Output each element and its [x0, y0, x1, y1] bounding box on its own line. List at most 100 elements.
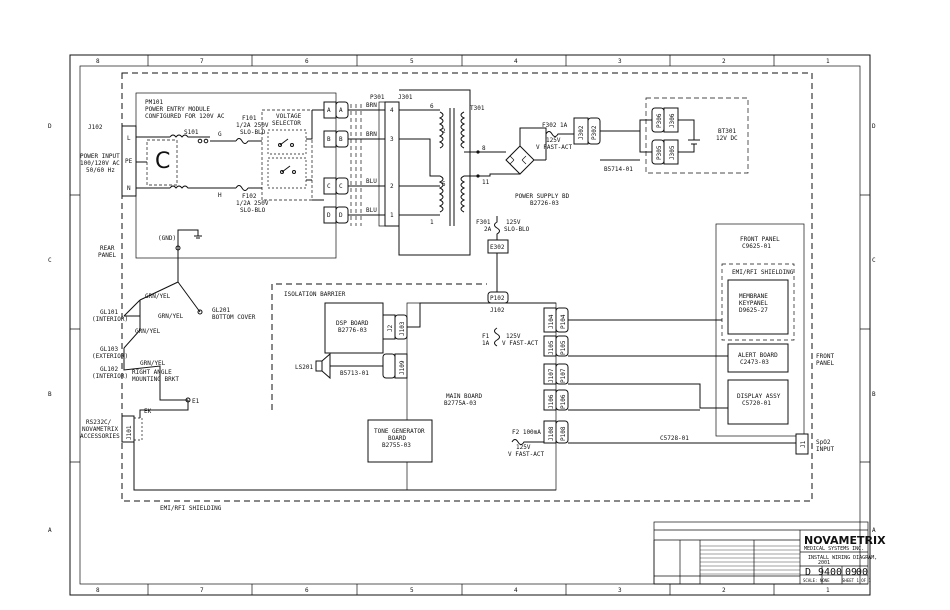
svg-text:SpO2: SpO2	[816, 439, 831, 446]
zone-col-top-1: 1	[826, 58, 830, 65]
bt301-label: BT301 12V DC	[716, 128, 738, 142]
svg-text:DSP BOARD: DSP BOARD	[336, 320, 369, 327]
filter-symbol: C	[155, 149, 170, 174]
j301-connector	[384, 101, 400, 227]
p301-pin-1: 1	[390, 212, 394, 219]
zone-col-bottom-8: 8	[96, 587, 100, 594]
e1-label: E1	[192, 398, 200, 405]
svg-text:F2 100mA: F2 100mA	[512, 429, 541, 436]
zone-row-left-D: D	[48, 123, 52, 130]
p104-label: P104	[560, 314, 567, 329]
display-assy	[727, 379, 789, 425]
j102b-label: J102	[490, 307, 505, 314]
dsp-board	[324, 302, 384, 354]
c5728-label: C5728-01	[660, 435, 689, 442]
svg-text:FRONT PANEL: FRONT PANEL	[740, 236, 780, 243]
block-B-label-2: B	[339, 136, 343, 143]
p302-label: P302	[591, 125, 598, 140]
block-B-label-1: B	[327, 136, 331, 143]
f2-label: F2 100mA 125V V FAST-ACT	[508, 429, 545, 458]
zone-col-bottom-4: 4	[514, 587, 518, 594]
membrane-keypanel	[727, 279, 789, 335]
voltage-selector-label: VOLTAGE SELECTOR	[272, 113, 302, 127]
svg-text:BOARD: BOARD	[388, 435, 406, 442]
speaker-ls201	[315, 352, 331, 380]
zone-col-bottom-3: 3	[618, 587, 622, 594]
j302-label: J302	[578, 125, 585, 140]
title-line-2: 2001	[818, 560, 830, 566]
drawing-number: 9400	[818, 567, 842, 578]
front-panel-label: FRONT PANEL	[816, 353, 834, 367]
main-board-label: MAIN BOARD B2775A-03	[444, 393, 483, 407]
p301-pin-3: 3	[390, 136, 394, 143]
svg-text:1/2A 250V: 1/2A 250V	[236, 122, 269, 129]
b5713-label: B5713-01	[340, 370, 369, 377]
svg-text:125V: 125V	[516, 444, 531, 451]
inner-frame	[79, 65, 861, 585]
block-C-label-2: C	[339, 183, 343, 190]
j103-label: J103	[399, 321, 406, 336]
gnd-label: (GND)	[158, 235, 176, 242]
svg-text:SLO-BLO: SLO-BLO	[240, 207, 266, 214]
svg-text:PANEL: PANEL	[816, 360, 834, 367]
svg-text:SLO-BLO: SLO-BLO	[504, 226, 530, 233]
svg-text:CONFIGURED FOR 120V AC: CONFIGURED FOR 120V AC	[145, 113, 225, 120]
svg-text:SLO-BLO: SLO-BLO	[240, 129, 266, 136]
voltage-selector	[261, 109, 313, 201]
spo2-label: SpO2 INPUT	[816, 439, 834, 453]
svg-text:ALERT BOARD: ALERT BOARD	[738, 352, 778, 359]
display-assy-label: DISPLAY ASSY C5720-01	[737, 393, 781, 407]
wire-color-2: BLU	[366, 178, 377, 185]
emi-shielding-box	[721, 263, 795, 341]
title-line-1: INSTALL WIRING DIAGRAM,	[808, 555, 877, 561]
p102-connector	[487, 291, 509, 304]
svg-text:D9625-27: D9625-27	[739, 307, 768, 314]
f302-label: F302 1A 125V V FAST-ACT	[536, 122, 573, 151]
power-entry-module-outline	[135, 92, 337, 259]
svg-text:125V: 125V	[506, 333, 521, 340]
front-panel-board	[715, 223, 805, 437]
f1-label: F1 1A	[482, 333, 490, 347]
power-input-label: POWER INPUT 100/120V AC 50/60 Hz	[80, 153, 120, 174]
j306-label: J306	[669, 113, 676, 128]
t-pin-11: 11	[482, 179, 490, 186]
svg-text:VOLTAGE: VOLTAGE	[276, 113, 302, 120]
zone-col-top-6: 6	[305, 58, 309, 65]
zone-row-right-B: B	[872, 391, 876, 398]
pin-l: L	[127, 135, 131, 142]
svg-text:125V: 125V	[546, 137, 561, 144]
zone-col-top-3: 3	[618, 58, 622, 65]
svg-text:100/120V AC: 100/120V AC	[80, 160, 120, 167]
t-pin-1: 1	[430, 219, 434, 226]
zone-row-right-D: D	[872, 123, 876, 130]
f302-rating: V FAST-ACT	[536, 144, 573, 151]
zone-col-top-5: 5	[410, 58, 414, 65]
t-pin-2: 2	[442, 128, 446, 135]
zone-row-right-A: A	[872, 527, 876, 534]
svg-text:NOVAMETRIX: NOVAMETRIX	[82, 426, 119, 433]
t-pin-6: 6	[430, 103, 434, 110]
svg-text:F102: F102	[242, 193, 257, 200]
grn-yel-3: GRN/YEL	[135, 328, 161, 335]
zone-row-left-C: C	[48, 257, 52, 264]
company-sub: MEDICAL SYSTEMS INC.	[804, 546, 864, 552]
gl201-label: GL201 BOTTOM COVER	[212, 307, 256, 321]
p301-label: P301	[370, 94, 385, 101]
transformer-t301	[438, 108, 466, 226]
e302-label: E302	[490, 244, 505, 251]
zone-row-left-A: A	[48, 527, 52, 534]
svg-text:BT301: BT301	[718, 128, 736, 135]
svg-text:C9625-01: C9625-01	[742, 243, 771, 250]
p108-connector	[555, 420, 569, 444]
j1-label: J1	[800, 440, 807, 448]
zone-col-top-2: 2	[722, 58, 726, 65]
j2-label: J2	[387, 324, 394, 332]
p301-pin-4: 4	[390, 107, 394, 114]
svg-text:GL101: GL101	[100, 309, 118, 316]
svg-text:SELECTOR: SELECTOR	[272, 120, 301, 127]
j108-label: J108	[548, 426, 555, 441]
svg-text:PANEL: PANEL	[98, 252, 116, 259]
svg-text:MAIN BOARD: MAIN BOARD	[446, 393, 483, 400]
svg-text:2A: 2A	[484, 226, 492, 233]
